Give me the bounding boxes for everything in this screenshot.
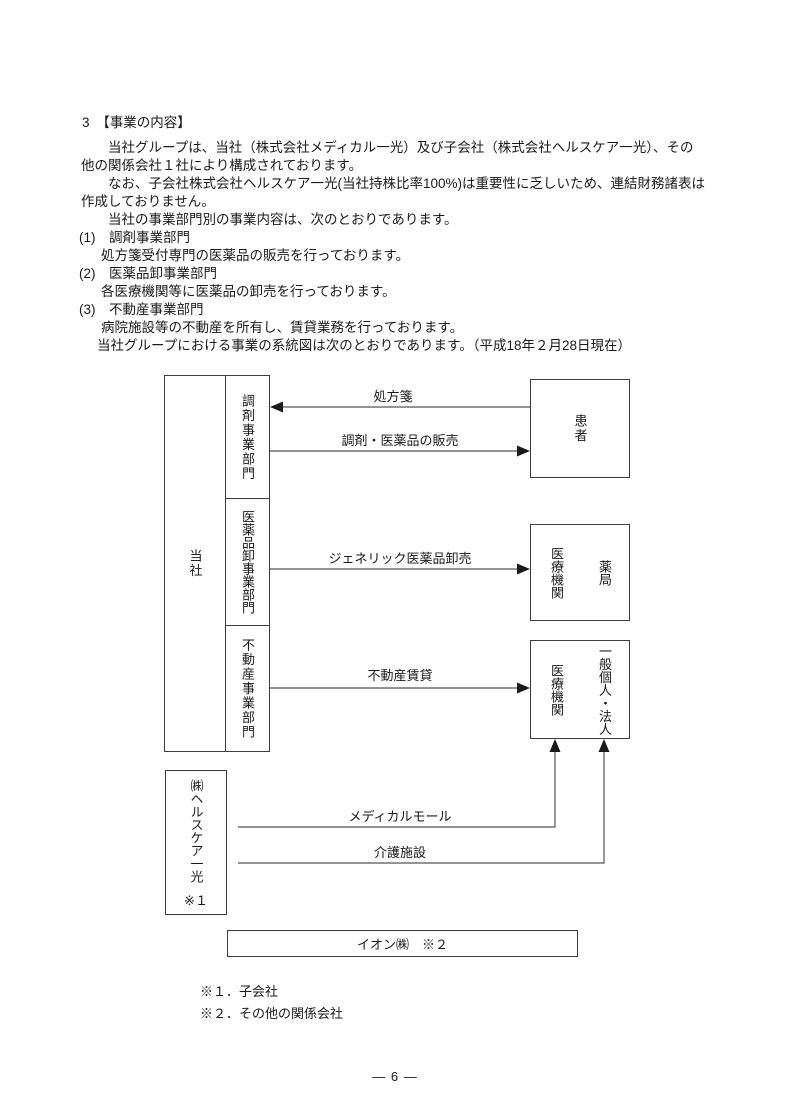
body-line: 作成しておりません。 <box>81 194 215 209</box>
body-line: 当社の事業部門別の事業内容は、次のとおりであります。 <box>108 212 458 227</box>
subsidiary-note-ref: ※１ <box>184 893 208 908</box>
flow-label-dispensing-sales: 調剤・医薬品の販売 <box>337 430 463 449</box>
division-box-realestate: 不動産事業部門 <box>225 625 270 752</box>
division-label: 不動産事業部門 <box>240 637 255 740</box>
patient-box: 患者 <box>530 379 630 478</box>
aeon-box: イオン㈱ ※２ <box>227 930 578 957</box>
dispensing-sales-arrowhead <box>517 445 530 457</box>
body-line-item: (2) 医薬品卸事業部門 <box>79 266 217 281</box>
patient-label: 患者 <box>572 414 588 443</box>
body-line: なお、子会社株式会社ヘルスケア一光(当社持株比率100%)は重要性に乏しいため、… <box>108 176 706 191</box>
company-box: 当社 <box>164 375 226 752</box>
body-line: 当社グループにおける事業の系統図は次のとおりであります。（平成18年２月28日現… <box>97 338 631 353</box>
medical-institution-pharmacy-box: 医療機関 薬局 <box>530 524 630 621</box>
flow-label-care-facility: 介護施設 <box>369 842 431 861</box>
note-subsidiary: ※１．子会社 <box>200 984 279 999</box>
pharmacy-label: 薬局 <box>597 559 612 586</box>
generic-wholesale-arrowhead <box>517 563 530 575</box>
division-box-wholesale: 医薬品卸事業部門 <box>225 498 270 626</box>
medical-mall-arrowhead <box>549 739 561 752</box>
real-estate-lease-arrowhead <box>517 682 530 694</box>
body-line: 他の関係会社１社により構成されております。 <box>81 158 363 173</box>
body-text: 当社グループは、当社（株式会社メディカル一光）及び子会社（株式会社ヘルスケア一光… <box>79 139 719 355</box>
note-other-affiliate: ※２．その他の関係会社 <box>200 1006 344 1021</box>
body-line: 各医療機関等に医薬品の卸売を行っております。 <box>101 284 396 299</box>
medical-institution-label: 医療機関 <box>549 663 564 716</box>
division-label: 医薬品卸事業部門 <box>240 510 255 614</box>
medical-institution-individual-box: 医療機関 一般個人・法人 <box>530 640 630 739</box>
body-line: 病院施設等の不動産を所有し、賃貸業務を行っております。 <box>101 320 464 335</box>
body-line-item: (1) 調剤事業部門 <box>79 230 190 245</box>
flow-label-prescription: 処方箋 <box>369 386 417 405</box>
page-number: — 6 — <box>372 1069 418 1084</box>
subsidiary-box: ㈱ヘルスケア一光 ※１ <box>165 770 227 915</box>
division-box-dispensing: 調剤事業部門 <box>225 375 270 499</box>
flow-label-medical-mall: メディカルモール <box>344 806 456 825</box>
flow-label-real-estate-lease: 不動産賃貸 <box>363 665 437 684</box>
body-line-item: (3) 不動産事業部門 <box>79 302 204 317</box>
body-line: 処方箋受付専門の医薬品の販売を行っております。 <box>101 248 410 263</box>
aeon-label: イオン㈱ ※２ <box>356 937 448 952</box>
care-facility-arrowhead <box>598 739 610 752</box>
general-individual-corporate-label: 一般個人・法人 <box>597 644 612 735</box>
medical-institution-label: 医療機関 <box>549 546 564 599</box>
flow-label-generic-wholesale: ジェネリック医薬品卸売 <box>324 548 476 567</box>
body-line: 当社グループは、当社（株式会社メディカル一光）及び子会社（株式会社ヘルスケア一光… <box>108 140 694 155</box>
section-heading: 3 【事業の内容】 <box>82 115 191 130</box>
division-label: 調剤事業部門 <box>240 393 255 481</box>
subsidiary-label: ㈱ヘルスケア一光 <box>188 779 204 883</box>
diagram-notes: ※１．子会社 ※２．その他の関係会社 <box>200 981 343 1025</box>
prescription-arrowhead <box>270 401 283 413</box>
company-label: 当社 <box>187 549 203 578</box>
